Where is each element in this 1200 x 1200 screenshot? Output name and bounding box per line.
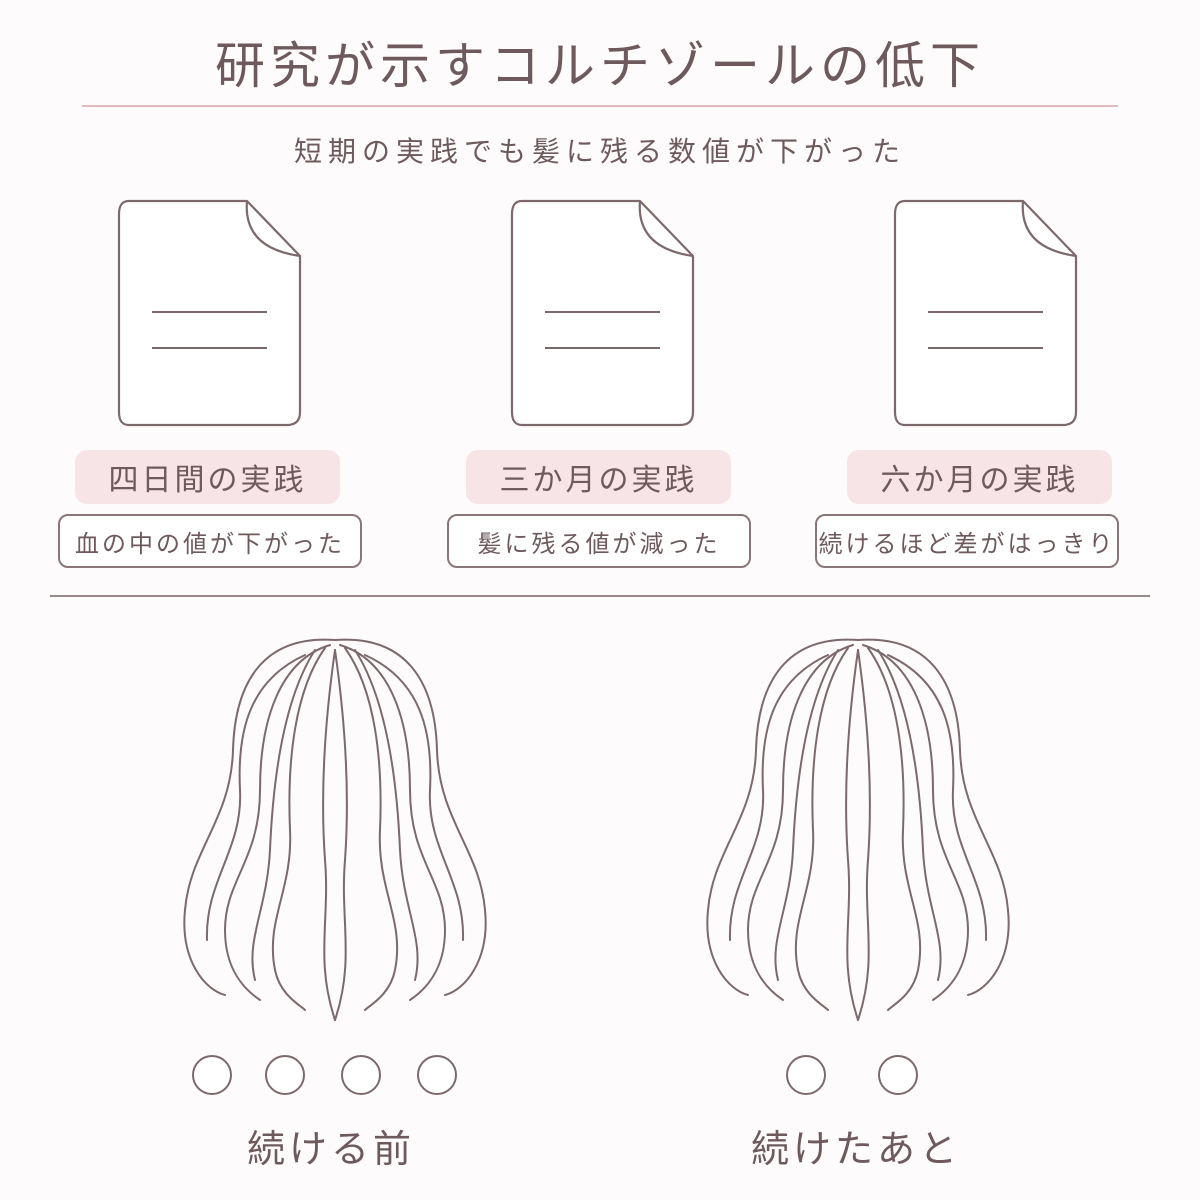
marker-dot [192,1055,232,1095]
marker-dot [341,1055,381,1095]
study-result-label: 血の中の値が下がった [58,514,362,568]
before-caption: 続ける前 [246,1127,415,1171]
section-divider [50,595,1150,597]
marker-dot [786,1055,826,1095]
study-period-label: 六か月の実践 [847,450,1112,504]
marker-dot [417,1055,457,1095]
hair-back-icon [183,638,487,1021]
study-result-label: 髪に残る値が減った [447,514,751,568]
hair-back-icon [706,638,1010,1021]
after-caption: 続けたあと [750,1127,961,1171]
study-result-label: 続けるほど差がはっきり [815,514,1119,568]
marker-dot [265,1055,305,1095]
document-icon [510,199,695,427]
study-period-label: 三か月の実践 [466,450,731,504]
study-period-label: 四日間の実践 [75,450,340,504]
page-subtitle: 短期の実践でも髪に残る数値が下がった [293,135,906,168]
marker-dot [878,1055,918,1095]
page-title: 研究が示すコルチゾールの低下 [215,37,985,95]
title-underline [82,105,1118,107]
document-icon [117,199,302,427]
document-icon [893,199,1078,427]
